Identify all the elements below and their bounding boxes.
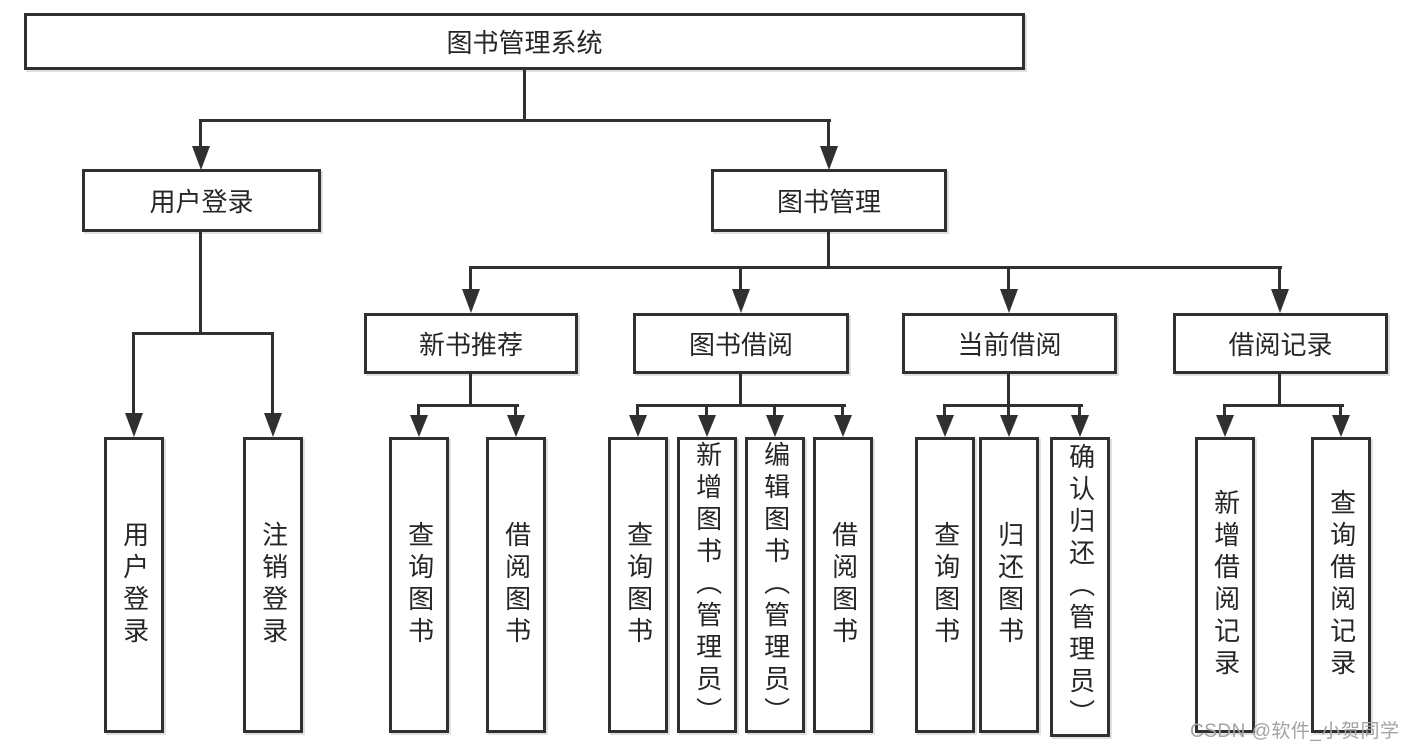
connector-line: [1007, 404, 1010, 418]
leaf-confirm-return-admin: 确认归还（管理员）: [1050, 437, 1110, 737]
node-label: 归还图书: [994, 521, 1025, 649]
connector-line: [1339, 404, 1342, 418]
arrow-down: [820, 146, 838, 170]
connector-line: [469, 374, 472, 407]
arrow-down: [507, 415, 525, 437]
connector-line: [514, 404, 517, 418]
arrow-down: [732, 289, 750, 313]
arrow-down: [1071, 415, 1089, 437]
connector-line: [199, 119, 202, 147]
connector-line: [773, 404, 776, 418]
connector-line: [827, 119, 830, 147]
node-label: 借阅图书: [501, 521, 532, 649]
node-borrowing-records: 借阅记录: [1173, 313, 1388, 374]
arrow-down: [766, 415, 784, 437]
connector-line: [132, 332, 274, 335]
connector-line: [1278, 374, 1281, 407]
node-label: 图书借阅: [688, 330, 793, 360]
leaf-logout: 注销登录: [243, 437, 303, 733]
node-label: 借阅记录: [1228, 330, 1333, 360]
node-label: 确认归还（管理员）: [1065, 443, 1096, 731]
leaf-borrow-books-1: 借阅图书: [486, 437, 546, 733]
connector-line: [469, 266, 472, 290]
connector-line: [199, 119, 831, 122]
node-label: 借阅图书: [828, 521, 859, 649]
connector-line: [470, 266, 1282, 269]
leaf-return-book: 归还图书: [979, 437, 1039, 733]
connector-line: [739, 266, 742, 290]
leaf-edit-book-admin: 编辑图书（管理员）: [745, 437, 805, 733]
arrow-down: [1271, 289, 1289, 313]
connector-line: [1223, 404, 1226, 418]
connector-line: [739, 374, 742, 407]
leaf-query-borrow-record: 查询借阅记录: [1311, 437, 1371, 733]
connector-line: [841, 404, 844, 418]
leaf-add-book-admin: 新增图书（管理员）: [677, 437, 737, 733]
arrow-down: [1216, 415, 1234, 437]
leaf-user-login: 用户登录: [104, 437, 164, 733]
connector-line: [132, 332, 135, 413]
connector-line: [943, 404, 1083, 407]
connector-line: [271, 332, 274, 413]
node-book-management: 图书管理: [711, 169, 947, 232]
leaf-add-borrow-record: 新增借阅记录: [1195, 437, 1255, 733]
leaf-query-books-1: 查询图书: [389, 437, 449, 733]
connector-line: [1007, 266, 1010, 290]
node-label: 新书推荐: [418, 330, 523, 360]
connector-line: [1278, 266, 1281, 290]
connector-line: [1007, 374, 1010, 407]
arrow-down: [629, 415, 647, 437]
node-label: 查询图书: [623, 521, 654, 649]
connector-line: [523, 70, 526, 120]
node-label: 编辑图书（管理员）: [760, 441, 791, 729]
arrow-down: [936, 415, 954, 437]
connector-line: [417, 404, 420, 418]
arrow-down: [125, 413, 143, 437]
node-label: 图书管理: [776, 187, 881, 217]
arrow-down: [264, 413, 282, 437]
node-label: 查询图书: [930, 521, 961, 649]
connector-line: [199, 232, 202, 334]
node-label: 新增借阅记录: [1210, 489, 1241, 681]
connector-line: [827, 232, 830, 268]
connector-line: [1078, 404, 1081, 418]
node-new-book-recommend: 新书推荐: [364, 313, 578, 374]
connector-line: [636, 404, 639, 418]
node-label: 查询借阅记录: [1326, 489, 1357, 681]
node-label: 用户登录: [119, 521, 150, 649]
arrow-down: [1000, 289, 1018, 313]
connector-line: [636, 404, 846, 407]
node-user-login: 用户登录: [82, 169, 321, 232]
node-current-borrowing: 当前借阅: [902, 313, 1117, 374]
connector-line: [417, 404, 519, 407]
leaf-borrow-books-2: 借阅图书: [813, 437, 873, 733]
node-label: 查询图书: [404, 521, 435, 649]
arrow-down: [462, 289, 480, 313]
node-label: 注销登录: [258, 521, 289, 649]
node-library-management-system: 图书管理系统: [24, 13, 1025, 70]
connector-line: [943, 404, 946, 418]
arrow-down: [1332, 415, 1350, 437]
arrow-down: [410, 415, 428, 437]
node-book-borrowing: 图书借阅: [633, 313, 849, 374]
leaf-query-books-3: 查询图书: [915, 437, 975, 733]
node-label: 新增图书（管理员）: [692, 441, 723, 729]
connector-line: [1223, 404, 1344, 407]
leaf-query-books-2: 查询图书: [608, 437, 668, 733]
arrow-down: [192, 146, 210, 170]
node-label: 图书管理系统: [446, 28, 603, 58]
arrow-down: [698, 415, 716, 437]
arrow-down: [1000, 415, 1018, 437]
arrow-down: [834, 415, 852, 437]
node-label: 当前借阅: [957, 330, 1062, 360]
connector-line: [705, 404, 708, 418]
csdn-watermark: CSDN @软件_小贺同学: [1190, 721, 1400, 742]
node-label: 用户登录: [149, 187, 254, 217]
